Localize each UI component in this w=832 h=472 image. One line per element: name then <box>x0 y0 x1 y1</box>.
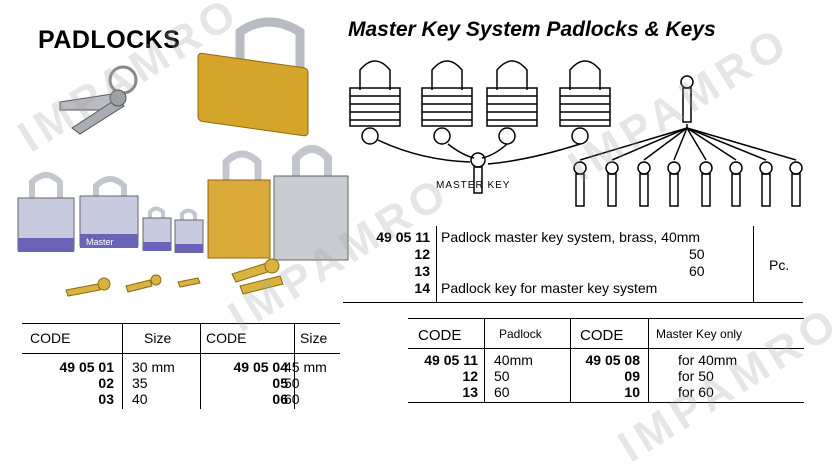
product-illustrations: Master <box>17 17 803 297</box>
padlock-3-icon <box>486 60 538 145</box>
padlock-1-icon <box>349 60 401 145</box>
spec-table: 49 05 11 Padlock master key system, bras… <box>343 226 803 303</box>
master-key-diagram <box>349 60 803 207</box>
table-cell: 49 05 08 <box>585 352 641 368</box>
table-cell: 30 mm <box>132 359 175 375</box>
column-header: CODE <box>418 327 462 344</box>
master-key-label: MASTER KEY <box>436 180 510 191</box>
table-rule <box>408 348 804 349</box>
key-hierarchy-icon <box>573 75 803 207</box>
padlock-2-icon <box>421 60 473 145</box>
table-cell: 05 <box>272 375 288 391</box>
table-cell: 49 05 11 <box>424 352 478 368</box>
column-header: CODE <box>30 330 71 346</box>
spec-code: 14 <box>414 280 430 296</box>
spec-code: 12 <box>414 246 430 262</box>
table-cell: 13 <box>462 384 478 400</box>
padlocks-table: CODE Size CODE Size 49 05 01 30 mm 49 05… <box>22 323 340 413</box>
table-divider <box>200 323 201 409</box>
spec-code: 49 05 11 <box>376 229 430 245</box>
column-header: Padlock <box>499 327 542 341</box>
table-cell: 02 <box>98 375 114 391</box>
brass-padlock-large-icon <box>197 17 309 137</box>
key-ring-icon <box>59 65 138 135</box>
table-cell: 49 05 01 <box>59 359 115 375</box>
spec-description: Padlock key for master key system <box>441 280 658 296</box>
table-cell: 06 <box>272 391 288 407</box>
table-cell: for 50 <box>678 368 714 384</box>
column-header: CODE <box>206 330 247 346</box>
spec-divider <box>753 226 754 302</box>
spec-size: 50 <box>689 246 705 262</box>
table-cell: 40 <box>132 391 148 407</box>
table-rule <box>22 323 340 324</box>
brass-and-steel-padlocks-icon <box>207 145 349 295</box>
table-cell: 49 05 04 <box>233 359 289 375</box>
brand-print: Master <box>86 237 114 247</box>
table-divider <box>648 318 649 402</box>
table-cell: for 40mm <box>678 352 738 368</box>
table-cell: 45 mm <box>284 359 327 375</box>
spec-divider <box>436 226 437 302</box>
table-rule <box>22 353 340 354</box>
table-cell: for 60 <box>678 384 714 400</box>
table-cell: 10 <box>624 384 640 400</box>
laminated-padlocks-icon: Master <box>17 172 204 297</box>
spec-unit: Pc. <box>769 257 790 273</box>
table-cell: 12 <box>462 368 478 384</box>
spec-description: Padlock master key system, brass, 40mm <box>441 229 701 245</box>
master-key-table: CODE Padlock CODE Master Key only 49 05 … <box>408 318 804 406</box>
column-header: Size <box>144 330 172 346</box>
page-title: PADLOCKS <box>38 26 181 54</box>
table-cell: 60 <box>284 391 300 407</box>
table-cell: 03 <box>98 391 114 407</box>
table-divider <box>294 323 295 409</box>
column-header: CODE <box>580 327 624 344</box>
spec-size: 60 <box>689 263 705 279</box>
table-cell: 50 <box>284 375 300 391</box>
master-key-icon <box>470 152 486 194</box>
column-header: Size <box>300 330 328 346</box>
table-rule <box>408 402 804 403</box>
table-divider <box>484 318 485 402</box>
table-rule <box>408 318 804 319</box>
table-cell: 09 <box>624 368 640 384</box>
table-cell: 35 <box>132 375 148 391</box>
padlock-4-icon <box>559 60 611 145</box>
table-cell: 60 <box>494 384 510 400</box>
spec-code: 13 <box>414 263 430 279</box>
section-title: Master Key System Padlocks & Keys <box>348 18 716 41</box>
column-header: Master Key only <box>656 327 743 341</box>
spec-bottom-rule <box>343 302 803 303</box>
table-cell: 50 <box>494 368 510 384</box>
table-divider <box>122 323 123 409</box>
table-divider <box>570 318 571 402</box>
table-cell: 40mm <box>494 352 533 368</box>
